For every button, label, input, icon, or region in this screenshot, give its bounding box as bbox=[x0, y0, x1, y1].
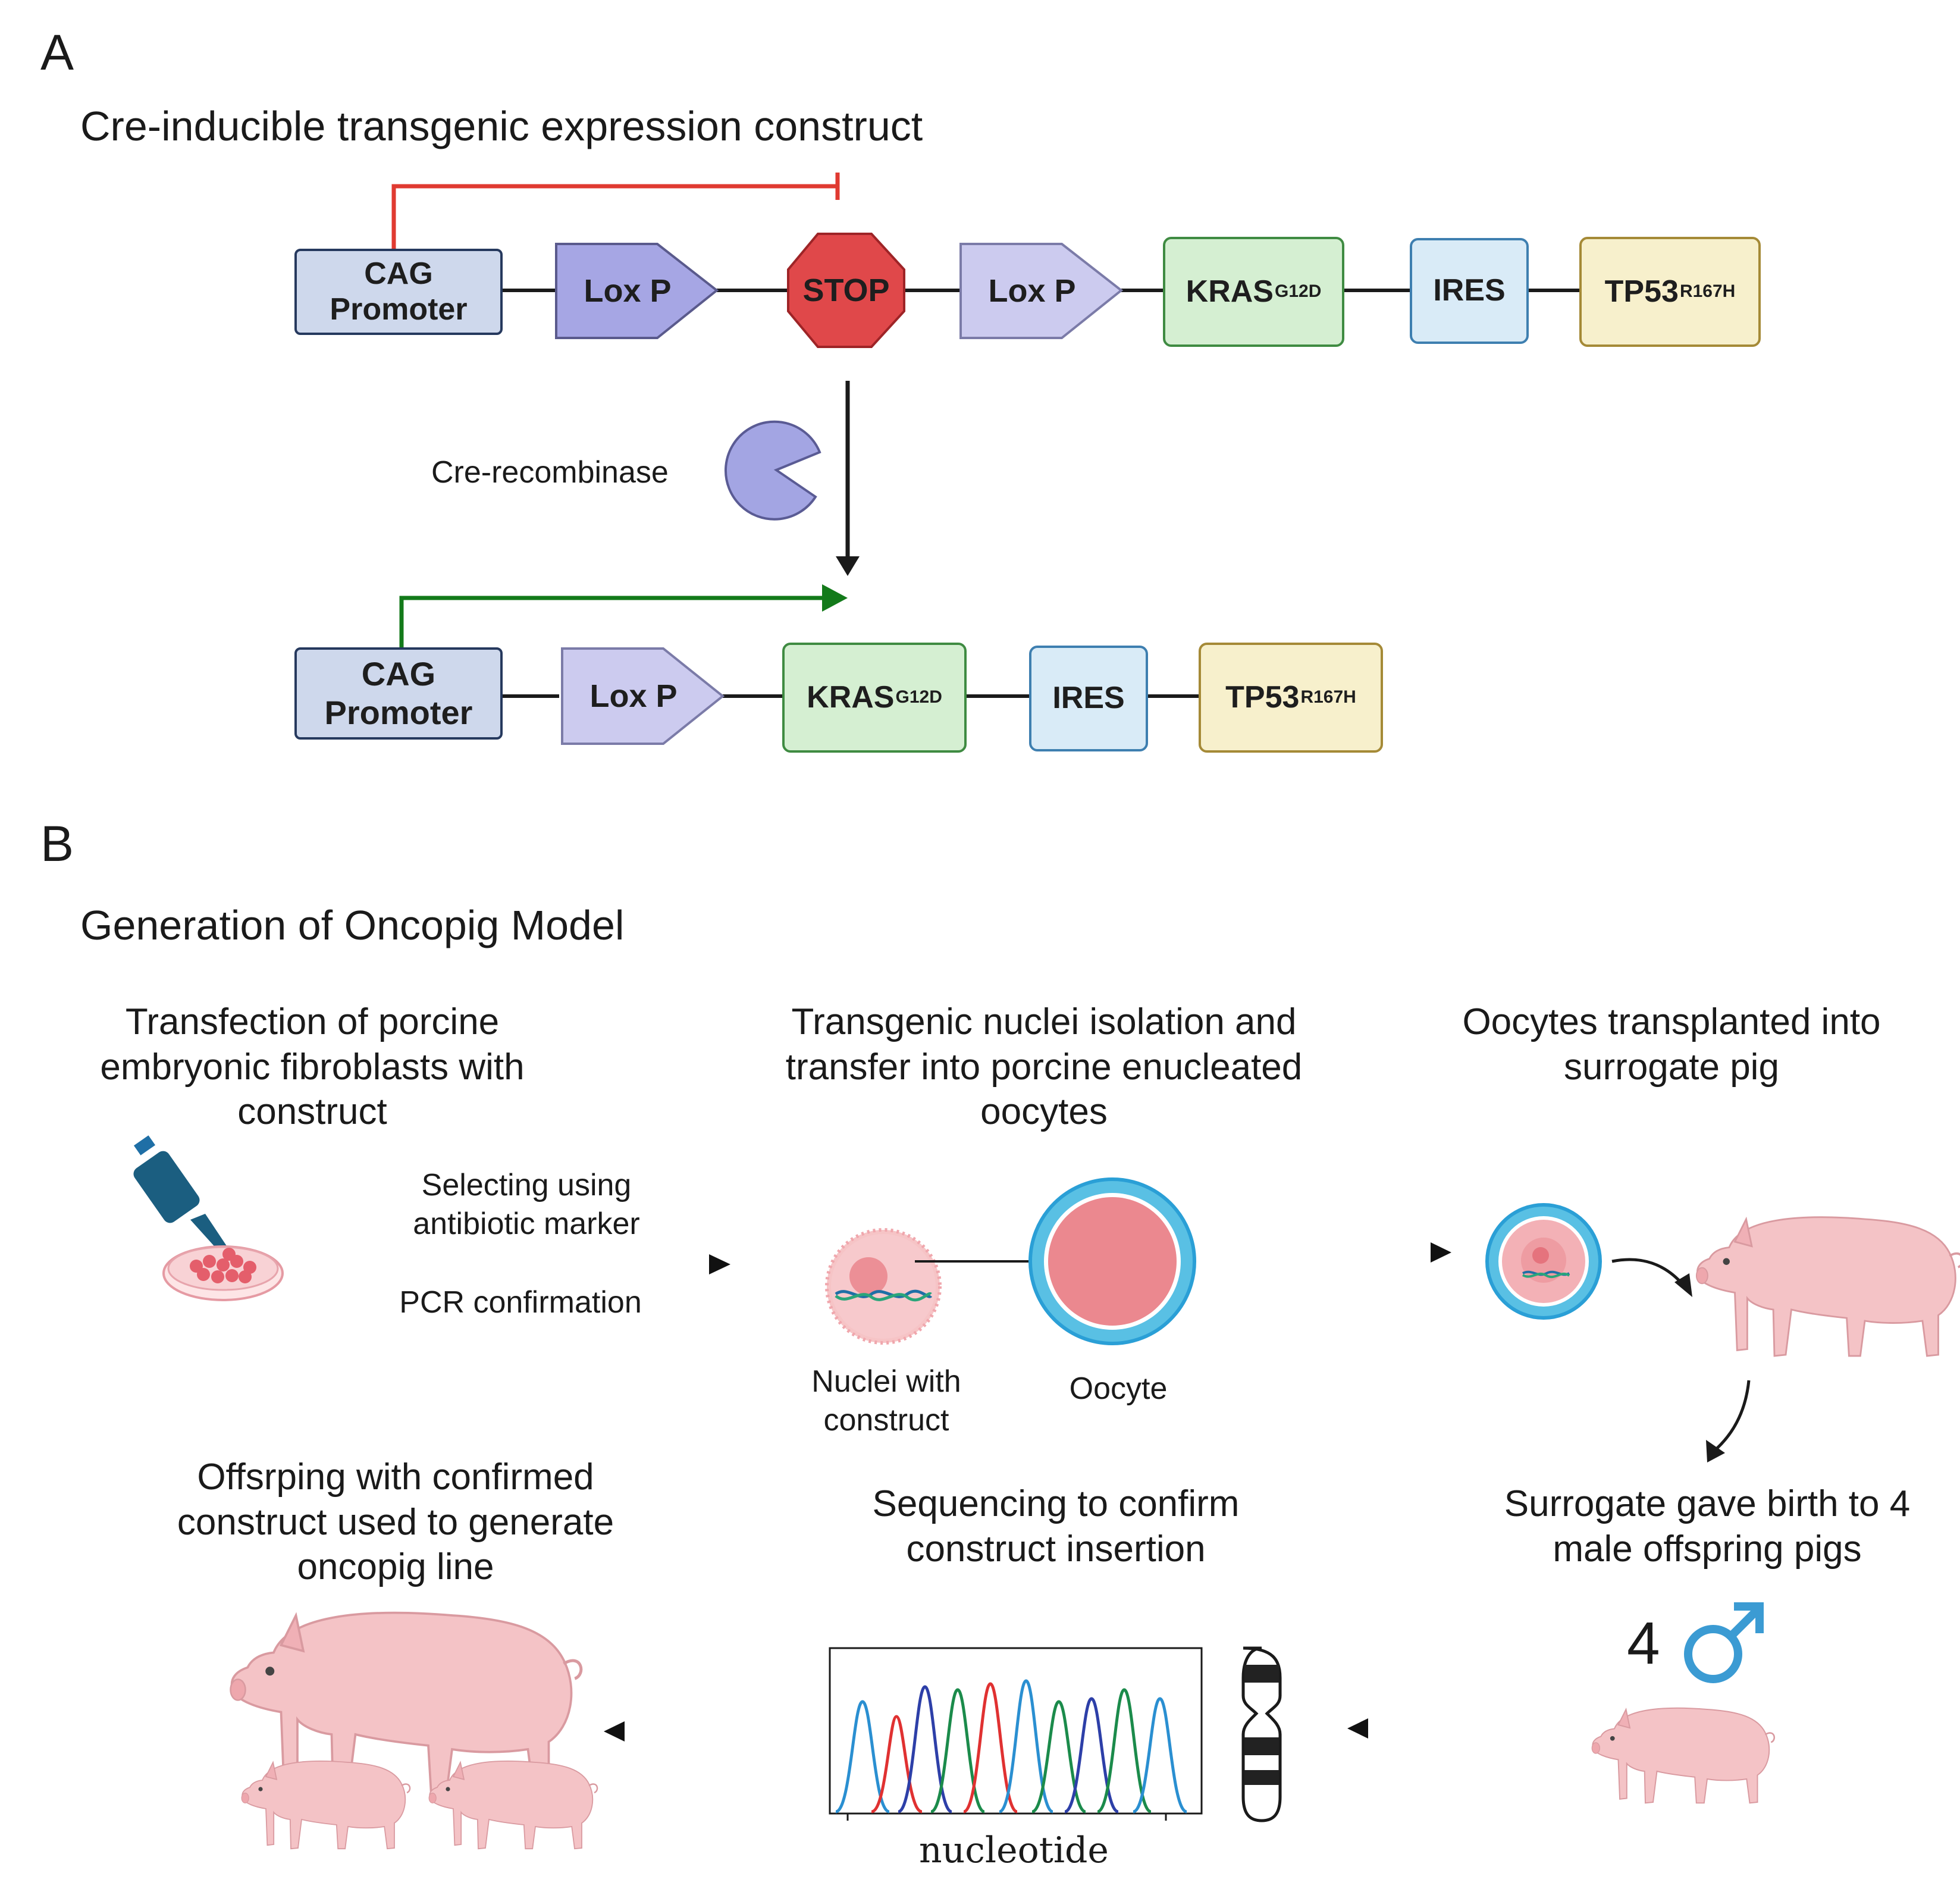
loxp-shape-3 bbox=[561, 647, 725, 745]
kras-label: KRAS bbox=[1186, 274, 1274, 309]
step-surrogate-transfer: Oocytes transplanted into surrogate pig bbox=[1462, 1001, 1881, 1088]
cre-recombinase-label: Cre-recombinase bbox=[431, 455, 669, 490]
cre-enzyme-icon bbox=[724, 420, 821, 521]
cell-icon bbox=[825, 1228, 942, 1345]
selecting-line1: Selecting using bbox=[421, 1168, 632, 1202]
loxp-label-1: Lox P bbox=[584, 273, 672, 309]
panel-b-letter: B bbox=[40, 816, 74, 872]
piglet-icon bbox=[1591, 1707, 1776, 1804]
cag-line2: Promoter bbox=[330, 292, 468, 327]
embryo-icon bbox=[1485, 1203, 1602, 1320]
stop-sign-icon bbox=[787, 233, 905, 348]
petri-dish-icon bbox=[162, 1245, 284, 1301]
cag-line1: CAG bbox=[364, 256, 433, 291]
nuclei-label: Nuclei with construct bbox=[797, 1363, 976, 1440]
cag-promoter-box: CAG Promoter bbox=[294, 249, 503, 335]
piglet-icon-right bbox=[428, 1760, 598, 1850]
pig-icon bbox=[1695, 1216, 1960, 1357]
male-symbol-icon bbox=[1684, 1602, 1764, 1683]
ires-label: IRES bbox=[1433, 273, 1506, 308]
kras-after-label: KRAS bbox=[807, 679, 895, 715]
cag-promoter-box-after: CAG Promoter bbox=[294, 647, 503, 740]
step-offspring: Offsrping with confirmed construct used … bbox=[177, 1457, 614, 1588]
cag-after-line1: CAG bbox=[361, 655, 436, 693]
selecting-line2: antibiotic marker bbox=[413, 1207, 640, 1241]
pcr-label: PCR confirmation bbox=[399, 1285, 642, 1320]
ires-box: IRES bbox=[1410, 238, 1529, 344]
chromosome-icon bbox=[1241, 1646, 1282, 1822]
stop-label: STOP bbox=[802, 273, 890, 308]
panel-a-title: Cre-inducible transgenic expression cons… bbox=[80, 103, 923, 149]
tp53-superscript: R167H bbox=[1679, 281, 1736, 302]
loxp-shape-2 bbox=[959, 243, 1124, 339]
cag-after-line2: Promoter bbox=[324, 693, 473, 731]
loxp-shape-1 bbox=[555, 243, 719, 339]
step-birth: Surrogate gave birth to 4 male offspring… bbox=[1504, 1483, 1911, 1570]
tp53-after-superscript: R167H bbox=[1300, 687, 1356, 707]
step-transfection: Transfection of porcine embryonic fibrob… bbox=[100, 1001, 525, 1133]
oocyte-label: Oocyte bbox=[1069, 1371, 1168, 1406]
step-nuclear-transfer: Transgenic nuclei isolation and transfer… bbox=[785, 1001, 1303, 1133]
panel-a-letter: A bbox=[40, 24, 74, 80]
piglet-icon-left bbox=[241, 1760, 411, 1850]
tp53-label: TP53 bbox=[1604, 274, 1679, 309]
kras-superscript: G12D bbox=[1274, 281, 1322, 302]
offspring-count: 4 bbox=[1627, 1610, 1660, 1677]
tp53-after-label: TP53 bbox=[1225, 679, 1300, 715]
chromatogram-icon bbox=[829, 1647, 1203, 1821]
ires-box-after: IRES bbox=[1029, 646, 1148, 751]
selecting-label: Selecting using antibiotic marker bbox=[404, 1166, 648, 1244]
kras-after-superscript: G12D bbox=[895, 687, 942, 707]
nuclei-line1: Nuclei with bbox=[811, 1364, 961, 1399]
oocyte-icon bbox=[1028, 1177, 1196, 1345]
nuclei-line2: construct bbox=[823, 1403, 949, 1437]
panel-b-title: Generation of Oncopig Model bbox=[80, 902, 625, 948]
ires-after-label: IRES bbox=[1052, 681, 1125, 716]
loxp-label-2: Lox P bbox=[988, 273, 1076, 309]
step-sequencing: Sequencing to confirm construct insertio… bbox=[872, 1483, 1240, 1570]
chromatogram-xlabel: nucleotide bbox=[919, 1830, 1109, 1871]
loxp-label-after: Lox P bbox=[589, 678, 678, 714]
